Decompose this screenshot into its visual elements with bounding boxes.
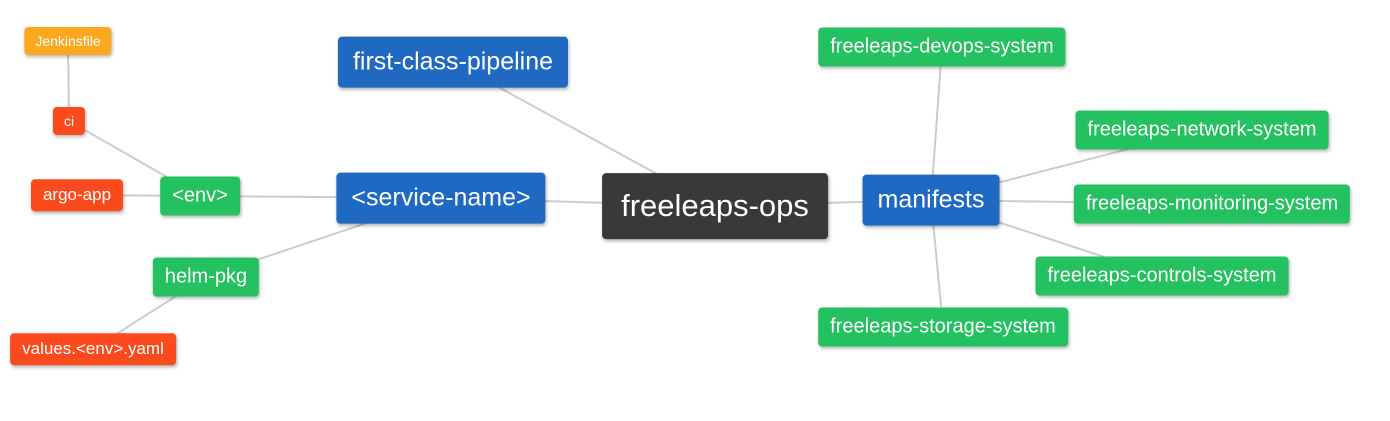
node-helm-pkg[interactable]: helm-pkg <box>152 257 260 297</box>
node-first-class-pipeline[interactable]: first-class-pipeline <box>337 36 569 88</box>
node-freeleaps-storage-system[interactable]: freeleaps-storage-system <box>818 307 1068 347</box>
node-values-env-yaml[interactable]: values.<env>.yaml <box>10 333 176 365</box>
node-ci[interactable]: ci <box>52 106 86 136</box>
node-freeleaps-ops[interactable]: freeleaps-ops <box>602 173 828 239</box>
node-service-name[interactable]: <service-name> <box>336 172 546 224</box>
node-freeleaps-network-system[interactable]: freeleaps-network-system <box>1075 110 1329 150</box>
node-jenkinsfile[interactable]: Jenkinsfile <box>24 26 112 56</box>
node-manifests[interactable]: manifests <box>862 174 1000 226</box>
node-freeleaps-monitoring-system[interactable]: freeleaps-monitoring-system <box>1073 184 1351 224</box>
node-argo-app[interactable]: argo-app <box>30 179 124 211</box>
edge-manifests-devops-system <box>930 46 943 201</box>
node-freeleaps-devops-system[interactable]: freeleaps-devops-system <box>818 27 1066 67</box>
node-freeleaps-controls-system[interactable]: freeleaps-controls-system <box>1035 256 1289 296</box>
node-env[interactable]: <env> <box>160 176 240 216</box>
